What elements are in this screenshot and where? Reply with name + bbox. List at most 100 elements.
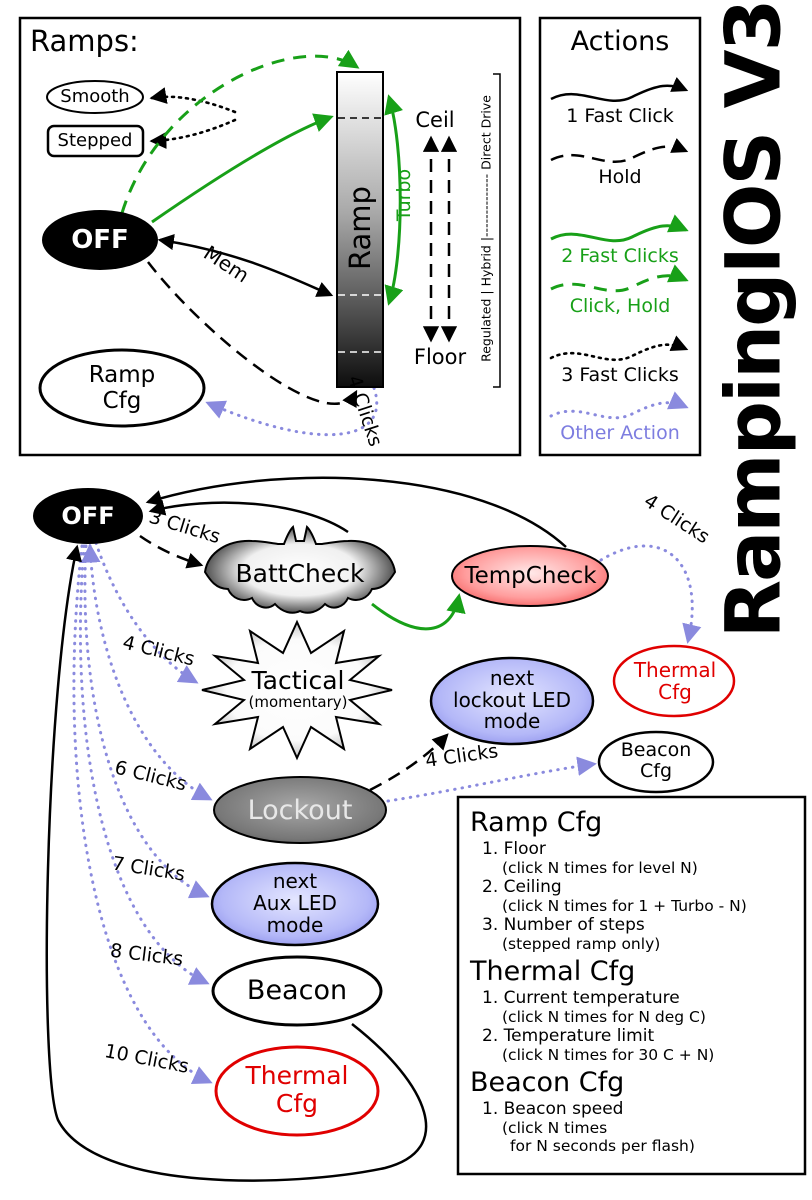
arrow-battcheck-tempcheck — [371, 593, 466, 631]
arrow-off-2clicks-ceil — [151, 113, 334, 224]
tactical-label: Tactical (momentary) — [214, 666, 382, 711]
off-node-bottom — [33, 488, 143, 544]
legend-otheraction-arrow — [549, 391, 689, 420]
aux-led-line2: Aux LED — [253, 891, 337, 915]
aux-led-label: next Aux LED mode — [211, 870, 379, 936]
arrow-toggle-stepped — [149, 118, 237, 149]
legend-hold-arrow — [550, 138, 689, 164]
beacon-cfg-label: Beacon Cfg — [599, 740, 713, 782]
lockout-led-line2: lockout LED — [453, 687, 571, 712]
smooth-label: Smooth — [60, 86, 130, 107]
beacon-cfg-node — [597, 730, 715, 794]
cfg-ramp-title: Ramp Cfg — [470, 807, 603, 838]
cfg-thermal-item1-sub: (click N times for N deg C) — [502, 1008, 706, 1026]
off-label-top: OFF — [71, 225, 129, 255]
stepped-label: Stepped — [57, 130, 133, 151]
arrow-lockout-4clicks-beaconcfg — [386, 756, 597, 803]
thermal-cfg-node-2 — [214, 1045, 380, 1137]
thermal-cfg2-line1: Thermal — [245, 1061, 349, 1090]
battcheck-label: BattCheck — [235, 559, 365, 588]
tempcheck-label: TempCheck — [464, 563, 597, 589]
legend-1fastclick-arrow — [550, 77, 689, 103]
lockout-led-line1: next — [489, 666, 535, 690]
arrow-return-loop-to-off — [45, 544, 428, 1182]
aux-led-node — [210, 861, 380, 947]
arrow-tempcheck-to-off — [145, 476, 567, 548]
legend-3fastclicks-label: 3 Fast Clicks — [561, 364, 679, 386]
cfg-box: Ramp Cfg 1. Floor (click N times for lev… — [470, 804, 796, 1155]
actions-box — [538, 16, 702, 457]
thermal-cfg-line1: Thermal — [633, 658, 717, 682]
arrow-off-3clicks-battcheck — [139, 534, 204, 569]
cfg-ramp-item2: 2. Ceiling — [482, 877, 562, 897]
legend-clickhold-label: Click, Hold — [569, 295, 671, 317]
actions-box-title: Actions — [570, 26, 670, 57]
cfg-thermal-item2: 2. Temperature limit — [482, 1026, 655, 1046]
cfg-ramp-item2-sub: (click N times for 1 + Turbo - N) — [502, 897, 747, 915]
legend-3fastclicks-arrow — [549, 335, 689, 362]
cfg-beacon-title: Beacon Cfg — [470, 1067, 625, 1098]
arrow-off-clickhold-turbo — [120, 49, 360, 214]
arrow-off-8clicks-beacon — [78, 544, 210, 985]
cfg-ramp-item3: 3. Number of steps — [482, 915, 645, 935]
legend-otheraction-label: Other Action — [560, 422, 680, 444]
arrow-off-7clicks-auxled — [83, 544, 210, 899]
regulation-bracket — [493, 73, 501, 388]
tactical-node — [201, 619, 393, 761]
ceil-label: Ceil — [415, 108, 455, 132]
thermal-cfg-node — [612, 644, 736, 718]
stepped-node — [46, 124, 145, 158]
thermal-cfg2-line2: Cfg — [275, 1089, 319, 1118]
ramp-cfg-label: Ramp Cfg — [42, 362, 202, 414]
legend-2fastclicks-arrow — [550, 214, 689, 243]
arrow-off-mem — [157, 234, 334, 297]
aux-led-line3: mode — [266, 913, 324, 937]
lockout-led-label: next lockout LED mode — [430, 666, 594, 733]
beacon-node — [211, 955, 383, 1027]
legend-clickhold-arrow — [550, 264, 689, 293]
ramp-bar-label: Ramp — [343, 186, 377, 270]
off-node-top — [42, 210, 158, 270]
turbo-label: Turbo — [393, 168, 415, 222]
arrow-off-hold-floor — [147, 261, 358, 409]
lockout-led-line3: mode — [483, 709, 541, 733]
page-title: RampingIOS V3 — [694, 0, 812, 638]
arrow-4clicks-rampcfg — [205, 386, 379, 437]
tempcheck-node — [451, 545, 609, 607]
arrow-toggle-smooth — [149, 87, 237, 114]
page-title-text: RampingIOS V3 — [708, 0, 798, 638]
cfg-ramp-item1-sub: (click N times for level N) — [502, 859, 698, 877]
beacon-cfg-line1: Beacon — [620, 739, 692, 761]
arrow-turbo-range — [384, 94, 404, 306]
lockout-led-node — [429, 656, 595, 746]
battcheck-node — [203, 524, 397, 614]
tactical-line1: Tactical — [251, 666, 345, 695]
arrow-battcheck-to-off — [148, 499, 349, 534]
thermal-cfg-label: Thermal Cfg — [616, 659, 734, 703]
thermal-cfg-label-2: Thermal Cfg — [212, 1062, 382, 1118]
cfg-beacon-item1-sub: (click N times — [502, 1119, 608, 1137]
cfg-thermal-title: Thermal Cfg — [470, 956, 636, 987]
smooth-node — [46, 80, 144, 114]
ramp-cfg-line2: Cfg — [102, 388, 142, 414]
legend-2fastclicks-label: 2 Fast Clicks — [561, 245, 679, 267]
lockout-label: Lockout — [247, 795, 353, 826]
legend-hold-label: Hold — [598, 166, 642, 188]
cfg-box-frame — [456, 795, 807, 1176]
arrow-lockout-lockoutled — [369, 733, 449, 792]
beacon-label: Beacon — [246, 975, 348, 1006]
off-label-bottom: OFF — [61, 502, 115, 530]
arrow-off-10clicks-thermalcfg — [72, 544, 213, 1085]
ramp-bar — [336, 71, 384, 388]
ramp-cfg-node — [38, 348, 206, 428]
cfg-ramp-item1: 1. Floor — [482, 839, 546, 859]
lockout-node — [213, 776, 387, 844]
legend-1fastclick-label: 1 Fast Click — [566, 105, 674, 127]
ramp-cfg-line1: Ramp — [88, 362, 156, 388]
thermal-cfg-line2: Cfg — [658, 680, 692, 704]
ramps-box-title: Ramps: — [30, 24, 139, 58]
regulation-label: Regulated | Hybrid |-------------- Direc… — [478, 95, 494, 362]
cfg-ramp-item3-sub: (stepped ramp only) — [502, 935, 661, 953]
arrow-tempcheck-4clicks-thermalcfg — [599, 544, 702, 644]
